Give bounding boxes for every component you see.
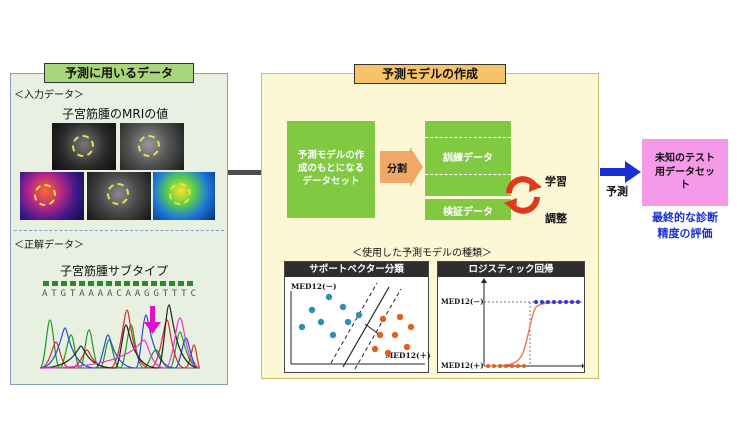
subtype-label: 子宮筋腫サブタイプ xyxy=(60,264,169,278)
split-arrow xyxy=(380,147,423,187)
training-data-label: 訓練データ xyxy=(443,153,493,164)
adjust-label: 調整 xyxy=(545,212,567,225)
test-dataset-box: 未知のテスト用データセット xyxy=(642,139,728,206)
svm-upper-label: MED12(－) xyxy=(291,282,337,291)
predict-arrow xyxy=(600,161,641,183)
logistic-plot xyxy=(481,278,584,369)
tumor-outline xyxy=(72,135,94,157)
models-heading: ＜使用した予測モデルの種類＞ xyxy=(352,248,492,259)
dna-chromatogram: ATGTAAAACAAGGTTTC xyxy=(40,281,200,369)
svm-lower-label: MED12(＋) xyxy=(385,351,431,360)
mri-image-1 xyxy=(52,123,116,170)
split-label: 分割 xyxy=(387,164,407,175)
logistic-panel: ロジスティック回帰 MED12(－) MED12(＋) xyxy=(437,261,585,373)
margin-line xyxy=(330,282,378,364)
correct-section-label: ＜正解データ＞ xyxy=(14,240,84,251)
mri-image-3 xyxy=(20,172,84,220)
model-creation-panel-title: 予測モデルの作成 xyxy=(354,64,506,84)
tumor-outline xyxy=(34,184,56,206)
negative-class-points xyxy=(534,300,580,304)
trace-red xyxy=(40,309,200,369)
learn-label: 学習 xyxy=(545,175,567,188)
input-data-panel-title: 予測に用いるデータ xyxy=(44,63,194,83)
input-section-label: ＜入力データ＞ xyxy=(14,90,84,101)
svm-panel: サポートベクター分類 MED12(－) MED12(＋) xyxy=(284,261,431,373)
sigmoid-curve xyxy=(483,301,583,367)
svm-plot xyxy=(290,282,425,370)
positive-class-points xyxy=(486,364,526,368)
decision-boundary xyxy=(342,286,390,368)
base-quality-markers xyxy=(43,281,193,286)
split-line xyxy=(425,137,511,138)
final-evaluation-label: 最終的な診断精度の評価 xyxy=(652,211,718,240)
tumor-outline xyxy=(138,135,160,157)
source-dataset-box: 予測モデルの作成のもとになるデータセット xyxy=(287,121,375,218)
trace-black xyxy=(40,304,200,369)
validation-data-box: 検証データ xyxy=(425,199,511,220)
mri-image-4 xyxy=(87,172,151,220)
logistic-title: ロジスティック回帰 xyxy=(438,262,584,277)
mri-label: 子宮筋腫のMRIの値 xyxy=(62,107,169,121)
logistic-lower-label: MED12(＋) xyxy=(441,361,484,370)
class-minus-points xyxy=(298,293,363,339)
trace-magenta xyxy=(40,317,200,369)
margin-line xyxy=(354,288,402,370)
mri-image-5 xyxy=(153,172,215,220)
class-plus-points xyxy=(371,313,415,357)
tumor-outline xyxy=(169,183,191,205)
dna-sequence: ATGTAAAACAAGGTTTC xyxy=(42,288,196,299)
mri-image-2 xyxy=(120,123,184,170)
input-data-panel xyxy=(10,73,228,385)
split-line xyxy=(425,174,511,175)
tumor-outline xyxy=(107,183,129,205)
trace-blue xyxy=(40,314,200,369)
logistic-upper-label: MED12(－) xyxy=(441,297,484,306)
mutation-arrow-icon xyxy=(144,306,161,334)
section-divider xyxy=(14,230,224,231)
predict-label: 予測 xyxy=(606,185,628,198)
cycle-arrows-icon xyxy=(504,176,542,214)
training-data-box: 訓練データ xyxy=(425,121,511,196)
svm-title: サポートベクター分類 xyxy=(285,262,428,277)
validation-data-label: 検証データ xyxy=(443,207,493,218)
